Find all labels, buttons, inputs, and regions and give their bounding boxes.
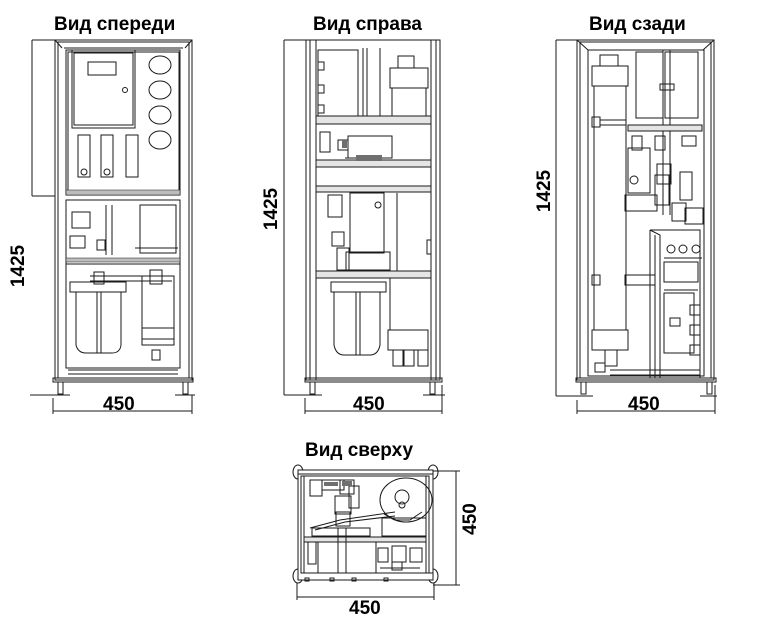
front-width-dimension: 450 — [103, 394, 135, 415]
top-depth-dimension: 450 — [460, 503, 481, 535]
top-view-title: Вид сверху — [305, 440, 414, 461]
back-width-dimension: 450 — [628, 394, 660, 415]
front-view-title: Вид спереди — [54, 14, 176, 35]
front-view-drawing — [0, 0, 250, 420]
right-view-title: Вид справа — [313, 14, 422, 35]
back-view-title: Вид сзади — [589, 14, 686, 35]
back-view-drawing — [0, 0, 761, 420]
right-width-dimension: 450 — [353, 394, 385, 415]
right-view-drawing — [0, 0, 470, 420]
top-width-dimension: 450 — [349, 598, 381, 619]
